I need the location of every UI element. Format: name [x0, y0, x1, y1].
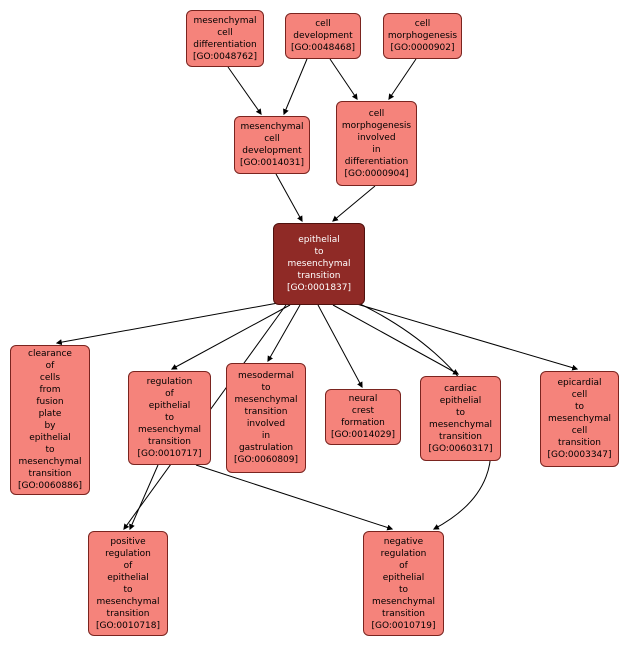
node-label: cell development [GO:0048468] [290, 19, 356, 53]
node-go-0060809[interactable]: mesodermal to mesenchymal transition inv… [226, 363, 306, 473]
node-go-0000904[interactable]: cell morphogenesis involved in different… [336, 101, 417, 186]
node-go-0001837-focus[interactable]: epithelial to mesenchymal transition [GO… [273, 223, 365, 305]
node-label: cell morphogenesis involved in different… [341, 108, 412, 179]
edge-go0001837-go0003347 [349, 301, 579, 371]
node-label: mesenchymal cell differentiation [GO:004… [192, 15, 258, 62]
edge-go0001837-go0010717 [170, 304, 291, 370]
node-go-0060317[interactable]: cardiac epithelial to mesenchymal transi… [420, 376, 501, 461]
node-label: negative regulation of epithelial to mes… [371, 536, 436, 631]
node-label: regulation of epithelial to mesenchymal … [137, 377, 202, 459]
edge-go0010717-go0010718 [129, 464, 159, 531]
node-go-0060886[interactable]: clearance of cells from fusion plate by … [10, 345, 90, 495]
edge-go0048468-go0000904 [329, 58, 358, 100]
node-label: epicardial cell to mesenchymal cell tran… [547, 378, 612, 460]
edge-go0048762-go0014031 [227, 66, 262, 115]
edge-go0001837-go0060317 [332, 304, 460, 375]
node-go-0010717[interactable]: regulation of epithelial to mesenchymal … [128, 371, 211, 465]
node-label: cell morphogenesis [GO:0000902] [387, 19, 458, 53]
node-go-0014029[interactable]: neural crest formation [GO:0014029] [325, 389, 401, 445]
edge-go0010717-go0010719 [195, 464, 394, 531]
edge-go0014031-go0001837 [275, 173, 303, 223]
node-label: epithelial to mesenchymal transition [GO… [286, 235, 352, 293]
node-go-0048762[interactable]: mesenchymal cell differentiation [GO:004… [186, 10, 264, 67]
node-go-0048468[interactable]: cell development [GO:0048468] [285, 13, 361, 59]
node-go-0000902[interactable]: cell morphogenesis [GO:0000902] [383, 13, 462, 59]
edge-go0001837-go0014029 [317, 304, 363, 389]
node-go-0010719[interactable]: negative regulation of epithelial to mes… [363, 531, 444, 636]
node-go-0010718[interactable]: positive regulation of epithelial to mes… [88, 531, 168, 636]
node-label: mesenchymal cell development [GO:0014031… [239, 122, 305, 168]
edge-go0048468-go0014031 [283, 58, 308, 116]
node-label: mesodermal to mesenchymal transition inv… [233, 371, 299, 465]
edge-go0001837-go0060809 [267, 304, 301, 363]
node-label: clearance of cells from fusion plate by … [17, 349, 83, 491]
node-label: neural crest formation [GO:0014029] [330, 394, 396, 440]
node-label: positive regulation of epithelial to mes… [95, 536, 161, 631]
node-go-0003347[interactable]: epicardial cell to mesenchymal cell tran… [540, 371, 619, 467]
node-go-0014031[interactable]: mesenchymal cell development [GO:0014031… [234, 116, 310, 174]
edge-go0000902-go0000904 [388, 58, 417, 100]
edge-go0001837-go0060886 [55, 302, 279, 346]
node-label: cardiac epithelial to mesenchymal transi… [428, 383, 493, 454]
edge-go0000904-go0001837 [332, 185, 376, 222]
